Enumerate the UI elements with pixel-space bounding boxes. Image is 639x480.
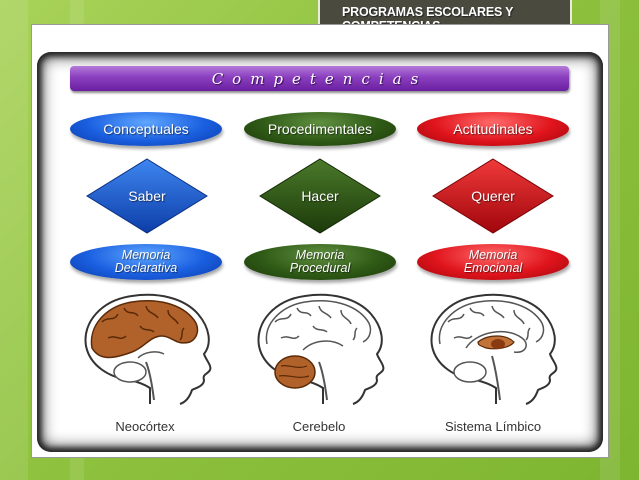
- oval-label: Actitudinales: [453, 121, 533, 137]
- slide-title-line-1: PROGRAMAS ESCOLARES Y: [342, 5, 514, 19]
- brain-limbico-illustration: [430, 293, 558, 405]
- brain-cerebelo-illustration: [257, 293, 385, 405]
- diamond-label: Querer: [471, 188, 515, 204]
- diamond-shape: [432, 158, 554, 234]
- diamond-querer: Querer: [431, 157, 555, 235]
- memory-line-1: Memoria: [295, 248, 345, 262]
- diamond-label: Saber: [128, 188, 166, 204]
- oval-conceptuales: Conceptuales: [70, 112, 222, 146]
- oval-actitudinales: Actitudinales: [417, 112, 569, 146]
- brain-label-limbico: Sistema Límbico: [444, 419, 542, 434]
- brain-label-cerebelo: Cerebelo: [292, 419, 346, 434]
- brain-neocortex-illustration: [84, 293, 212, 405]
- diamond-saber: Saber: [85, 157, 209, 235]
- diamond-shape: [86, 158, 208, 234]
- diamond-hacer: Hacer: [258, 157, 382, 235]
- diamond-shape: [259, 158, 381, 234]
- competencias-banner: Competencias: [70, 66, 569, 91]
- memory-line-1: Memoria: [121, 248, 171, 262]
- memory-line-1: Memoria: [468, 248, 518, 262]
- memory-line-2: Emocional: [463, 261, 523, 275]
- oval-label: Procedimentales: [267, 121, 373, 137]
- diamond-label: Hacer: [301, 188, 339, 204]
- oval-procedimentales: Procedimentales: [244, 112, 396, 146]
- memory-line-2: Declarativa: [114, 261, 178, 275]
- oval-label: Conceptuales: [103, 121, 189, 137]
- memory-line-2: Procedural: [289, 261, 351, 275]
- background-stripe: [0, 0, 28, 480]
- brain-label-neocortex: Neocórtex: [115, 419, 175, 434]
- banner-text: Competencias: [211, 69, 428, 88]
